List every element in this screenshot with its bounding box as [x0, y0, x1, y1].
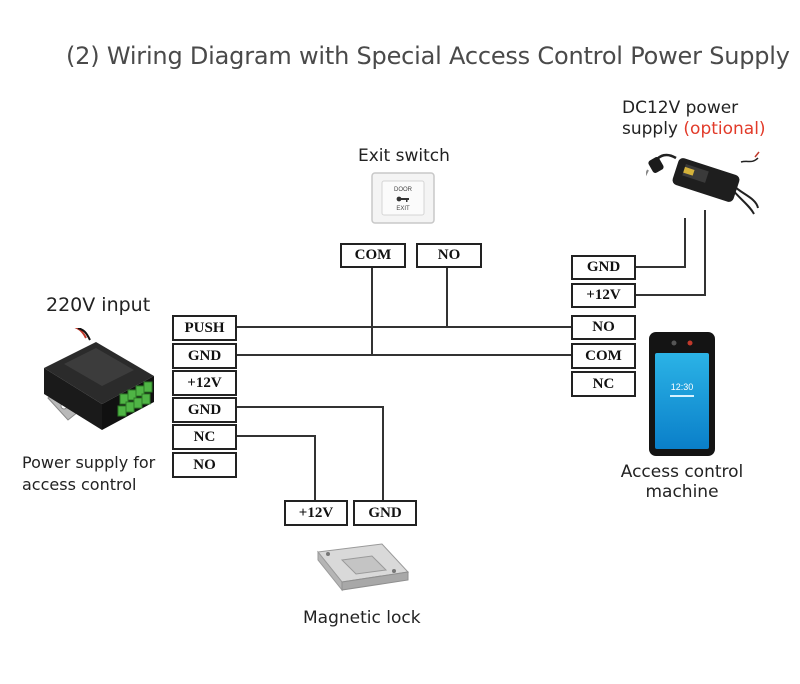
diagram-title: (2) Wiring Diagram with Special Access C…: [66, 42, 790, 70]
machine-label-line2: machine: [645, 482, 719, 502]
psu-terminal-nc: NC: [172, 424, 237, 450]
psu-terminal-push: PUSH: [172, 315, 237, 341]
power-input-label: 220V input: [46, 294, 151, 316]
psu-terminal-gnd-1: GND: [172, 343, 237, 369]
exit-switch-text-bottom: EXIT: [396, 206, 410, 212]
wire-dc-gnd: [635, 218, 686, 268]
psu-terminal-12v: +12V: [172, 370, 237, 396]
exit-terminal-no: NO: [416, 243, 482, 268]
machine-terminal-12v: +12V: [571, 283, 636, 308]
power-supply-label-line1: Power supply for: [22, 453, 156, 472]
machine-terminal-nc: NC: [571, 371, 636, 397]
machine-terminal-gnd: GND: [571, 255, 636, 280]
magnetic-lock-image: [312, 538, 412, 594]
dc-power-optional-text: (optional): [683, 119, 766, 139]
wire-lock-12v: [236, 435, 316, 500]
exit-switch-label: Exit switch: [358, 146, 450, 166]
machine-terminal-com: COM: [571, 343, 636, 369]
machine-screen-time: 12:30: [671, 382, 694, 392]
dc-power-adapter-image: [644, 140, 764, 222]
dc-power-supply-text: supply: [622, 119, 684, 139]
lock-terminal-12v: +12V: [284, 500, 348, 526]
power-supply-label-line2: access control: [22, 475, 137, 494]
dc-power-label-line1: DC12V power: [622, 98, 739, 118]
machine-terminal-no: NO: [571, 315, 636, 340]
exit-switch-image: DOOR EXIT: [371, 172, 435, 224]
magnetic-lock-label: Magnetic lock: [303, 608, 421, 628]
psu-terminal-no: NO: [172, 452, 237, 478]
psu-terminal-gnd-2: GND: [172, 397, 237, 423]
exit-switch-text-top: DOOR: [394, 187, 413, 193]
lock-terminal-gnd: GND: [353, 500, 417, 526]
wire-lock-gnd: [236, 406, 384, 500]
dc-power-label-line2: supply (optional): [622, 119, 766, 139]
power-supply-image: [34, 325, 162, 436]
access-control-machine-image: 12:30: [648, 331, 716, 457]
exit-terminal-com: COM: [340, 243, 406, 268]
wire-dc-12v: [635, 210, 706, 296]
machine-label-line1: Access control: [620, 462, 744, 482]
